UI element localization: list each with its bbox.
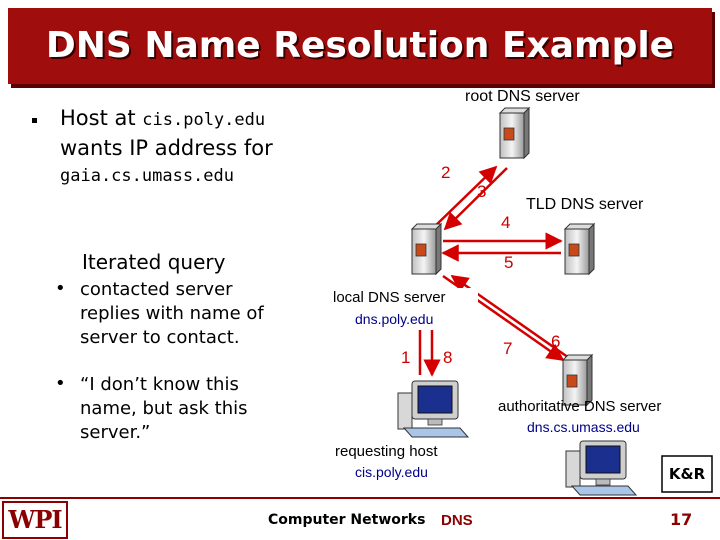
root-server-label: root DNS server — [465, 88, 580, 105]
auth-server-host: dns.cs.umass.edu — [527, 419, 640, 435]
step-2-label: 2 — [441, 163, 451, 182]
host-domain: cis.poly.edu — [142, 110, 266, 130]
footer-course: Computer Networks — [268, 512, 426, 528]
bullet2-line2: name, but ask this — [80, 398, 248, 419]
tld-server-icon — [563, 222, 596, 276]
local-server-label-box: local DNS server dns.poly.edu — [330, 288, 478, 330]
page-number: 17 — [670, 510, 693, 529]
local-server-host: dns.poly.edu — [355, 311, 434, 327]
umass-host-icon — [565, 440, 638, 496]
step-3-label: 3 — [477, 182, 487, 201]
auth-server-label: authoritative DNS server — [498, 398, 662, 415]
kr-badge-box — [661, 455, 713, 493]
requesting-host-domain: cis.poly.edu — [355, 464, 428, 480]
local-server-icon — [410, 222, 443, 276]
requesting-host-icon — [397, 380, 470, 438]
bullet2-line1: “I don’t know this — [80, 374, 239, 395]
step-7-label: 7 — [503, 339, 513, 358]
host-line2: wants IP address for — [60, 136, 273, 160]
bullet1-line2: replies with name of — [80, 303, 264, 324]
host-statement: Host at cis.poly.edu wants IP address fo… — [60, 106, 273, 186]
step-4-label: 4 — [501, 213, 511, 232]
bullet1-line3: server to contact. — [80, 327, 240, 348]
tld-server-label: TLD DNS server — [526, 196, 644, 213]
local-server-label: local DNS server — [333, 289, 446, 306]
root-server-icon — [498, 106, 531, 160]
wpi-logo-box — [2, 501, 68, 539]
arrow-step-2 — [432, 165, 498, 229]
auth-server-icon — [561, 353, 594, 407]
target-domain: gaia.cs.umass.edu — [60, 166, 234, 186]
bullet2-line3: server.” — [80, 422, 151, 443]
arrow-step-3 — [443, 167, 508, 231]
step-8-label: 8 — [443, 348, 453, 367]
step-6-label: 6 — [551, 332, 561, 351]
slide-title: DNS Name Resolution Example — [45, 25, 675, 66]
footer-topic: DNS — [441, 512, 473, 529]
wpi-logo: WPI — [8, 505, 62, 534]
bullet1-line1: contacted server — [80, 279, 233, 300]
requesting-host-label: requesting host — [335, 443, 438, 460]
title-bar — [8, 8, 712, 84]
bullet-marker — [32, 118, 37, 123]
step-1-label: 1 — [401, 348, 411, 367]
step-5-label: 5 — [504, 253, 514, 272]
host-prefix: Host at — [60, 106, 143, 130]
kr-badge: K&R — [668, 465, 706, 483]
iterated-heading: Iterated query — [82, 250, 226, 274]
